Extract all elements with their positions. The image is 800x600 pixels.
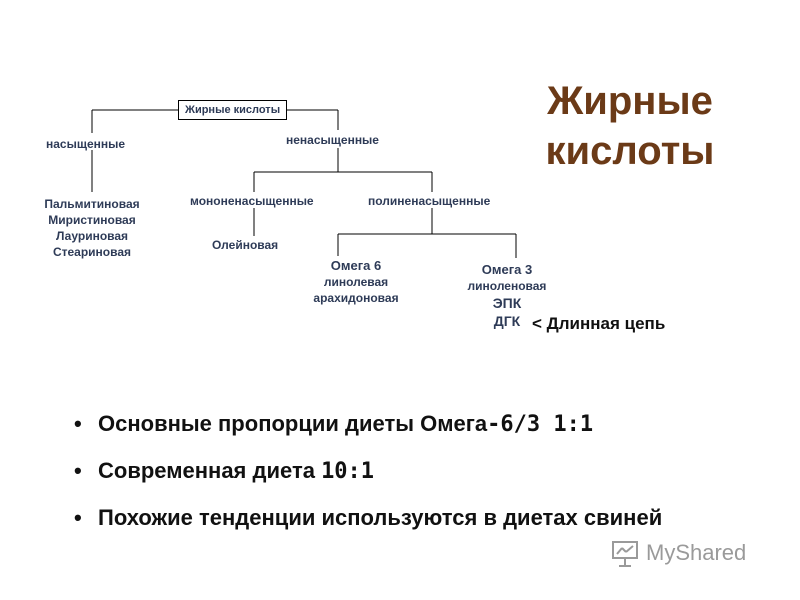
slide-title: Жирные кислоты xyxy=(520,76,740,176)
bullet-text: Основные пропорции диеты Омега xyxy=(98,411,488,436)
slide-title-line2: кислоты xyxy=(545,129,715,173)
saturated-examples: Пальмитиновая Миристиновая Лауриновая Ст… xyxy=(32,196,152,260)
long-chain-note: < Длинная цепь xyxy=(532,314,666,333)
bullet-item: • Похожие тенденции используются в диета… xyxy=(74,504,714,532)
example-linoleic: линолевая xyxy=(323,275,389,289)
omega6-label: Омега 6 xyxy=(330,258,382,273)
bullet-dot: • xyxy=(74,458,82,483)
bullet-ratio: 10:1 xyxy=(321,459,375,484)
watermark: MyShared xyxy=(610,538,746,568)
example-epa: ЭПК xyxy=(492,295,522,311)
bullet-list: • Основные пропорции диеты Омега-6/3 1:1… xyxy=(74,410,714,550)
bullet-item: • Основные пропорции диеты Омега-6/3 1:1 xyxy=(74,410,714,439)
omega6-group: Омега 6 линолевая арахидоновая xyxy=(298,258,414,306)
bullet-item: • Современная диета 10:1 xyxy=(74,457,714,486)
example-dha: ДГК xyxy=(493,313,521,329)
example-oleic: Олейновая xyxy=(212,238,279,252)
omega3-label: Омега 3 xyxy=(481,262,533,277)
omega3-group: Омега 3 линоленовая ЭПК ДГК xyxy=(456,262,558,330)
example-linolenic: линоленовая xyxy=(467,279,547,293)
presentation-board-icon xyxy=(612,541,638,567)
watermark-text: MyShared xyxy=(646,540,747,565)
bullet-text: Похожие тенденции используются в диетах … xyxy=(98,505,663,530)
bullet-dot: • xyxy=(74,411,82,436)
example-lauric: Лауриновая xyxy=(55,229,129,243)
example-myristic: Миристиновая xyxy=(48,213,136,227)
unsaturated-label: ненасыщенные xyxy=(286,133,379,147)
slide-title-line1: Жирные xyxy=(547,79,713,123)
example-palmitic: Пальмитиновая xyxy=(44,197,140,211)
bullet-ratio: -6/3 1:1 xyxy=(487,412,594,437)
bullet-text: Современная диета xyxy=(98,458,322,483)
root-node: Жирные кислоты xyxy=(178,100,288,120)
example-stearic: Стеариновая xyxy=(52,245,132,259)
poly-label: полиненасыщенные xyxy=(368,194,491,208)
bullet-dot: • xyxy=(74,505,82,530)
example-arachidonic: арахидоновая xyxy=(313,291,399,305)
mono-label: мононенасыщенные xyxy=(190,194,314,208)
saturated-label: насыщенные xyxy=(46,137,126,151)
